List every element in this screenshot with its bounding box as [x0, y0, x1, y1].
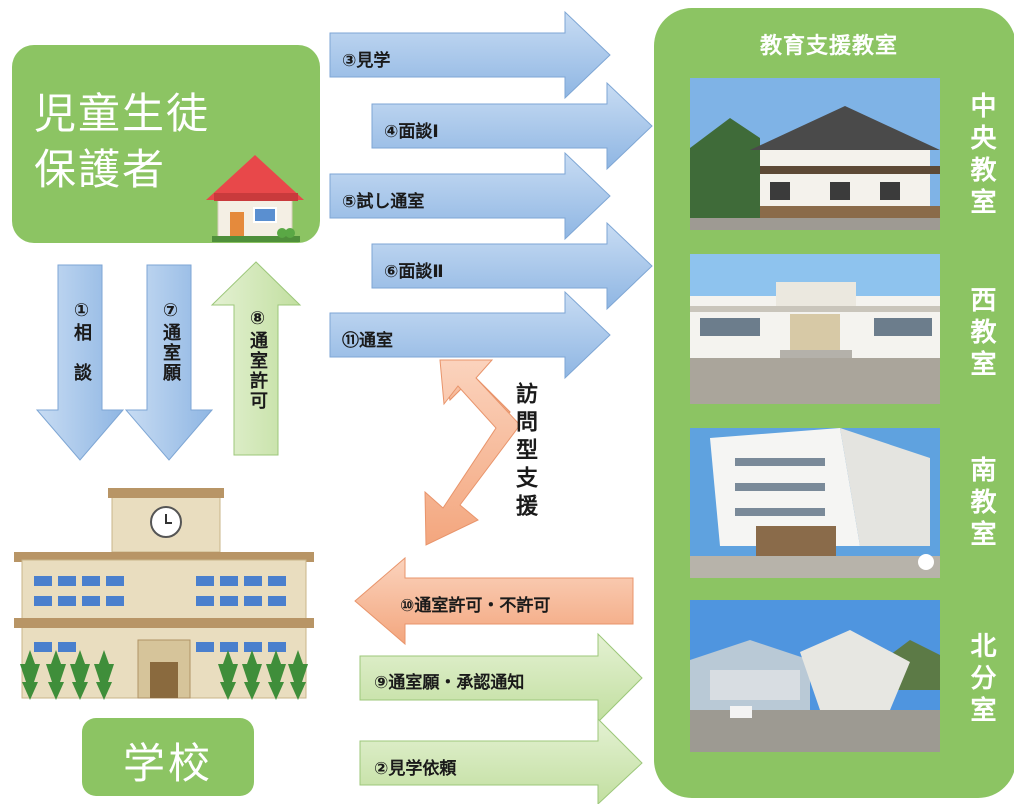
guardian-title: 児童生徒 保護者 — [34, 89, 211, 194]
label-step3: ③見学 — [342, 51, 391, 71]
label-step6: ⑥面談Ⅱ — [384, 262, 444, 282]
photo-south-room — [690, 428, 940, 578]
label-outreach: 訪問型支援 — [512, 382, 537, 522]
school-box — [82, 718, 254, 796]
room-name-south: 南教室 — [966, 456, 996, 552]
school-building-icon — [14, 488, 314, 700]
arrow-step10 — [354, 556, 634, 646]
label-step11: ⑪通室 — [342, 331, 393, 351]
label-step8: ⑧通室許可 — [247, 308, 268, 411]
label-step10: ⑩通室許可・不許可 — [400, 596, 551, 616]
arrow-step7 — [124, 264, 214, 461]
arrow-step6 — [371, 221, 653, 311]
arrow-step2 — [359, 717, 643, 804]
label-step2: ②見学依頼 — [374, 759, 457, 779]
house-icon — [206, 155, 304, 242]
support-center-title: 教育支援教室 — [759, 34, 898, 59]
arrow-step3 — [329, 10, 611, 100]
arrow-step11 — [329, 290, 611, 380]
photo-west-room — [690, 254, 940, 404]
arrow-step1 — [35, 264, 125, 461]
label-step4: ④面談Ⅰ — [384, 122, 439, 142]
arrow-outreach — [424, 359, 521, 546]
room-name-central: 中央教室 — [966, 92, 996, 220]
arrow-step4 — [371, 81, 653, 171]
arrow-step8 — [210, 261, 302, 456]
photo-north-branch — [690, 600, 940, 752]
arrow-step9 — [359, 632, 643, 724]
label-step9: ⑨通室願・承認通知 — [374, 673, 525, 693]
label-step5: ⑤試し通室 — [342, 192, 425, 212]
photo-central-room — [690, 78, 940, 230]
school-title: 学校 — [122, 739, 213, 788]
room-name-west: 西教室 — [966, 286, 996, 382]
arrow-step5 — [329, 151, 611, 241]
label-step7: ⑦通室願 — [160, 300, 181, 383]
room-name-north: 北分室 — [966, 632, 996, 728]
label-step1: ①相 談 — [71, 300, 92, 383]
